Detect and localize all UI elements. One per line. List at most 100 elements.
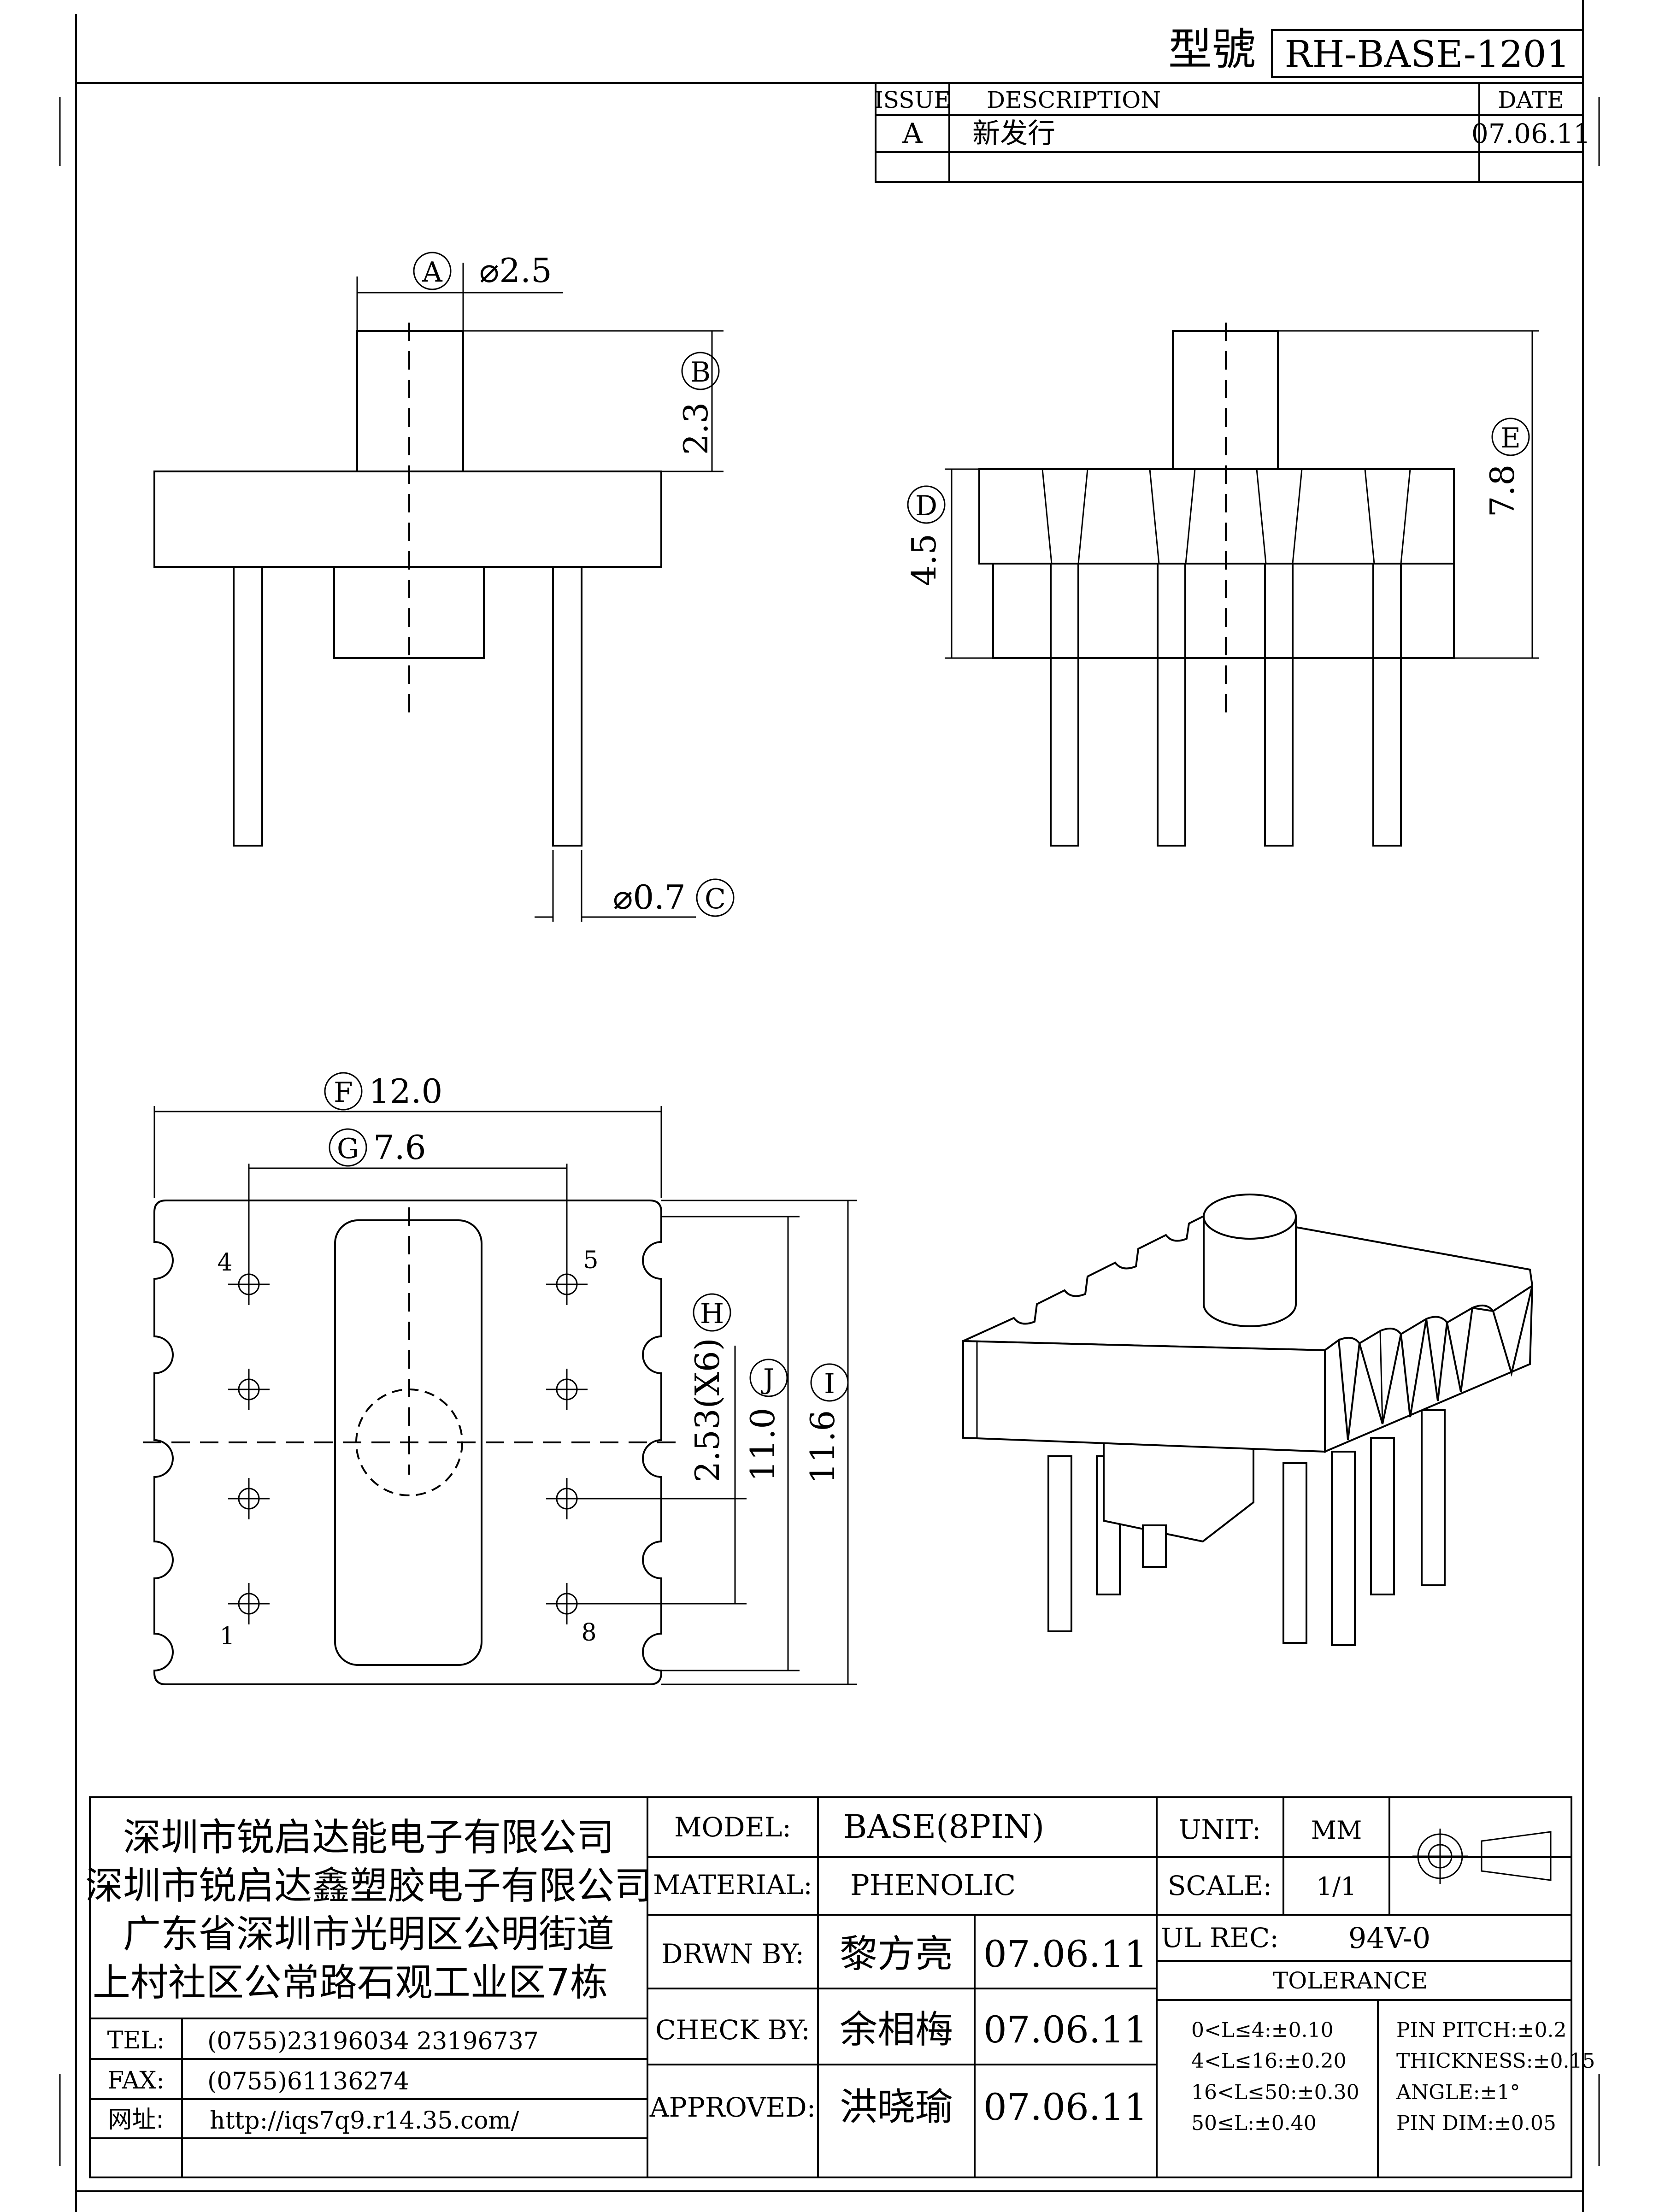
drawing-frame: [75, 82, 1584, 2192]
dimension-H-value: 2.53(X6): [688, 1338, 727, 1483]
dimension-B: B 2.3: [463, 330, 724, 472]
dimension-G-tag: G: [337, 1133, 359, 1165]
tel-label: TEL:: [107, 2027, 165, 2054]
iso-right-face: [1324, 1285, 1533, 1453]
dimension-H: H 2.53(X6): [578, 1293, 747, 1605]
revision-row-date: 07.06.11: [1471, 118, 1590, 149]
check-name: 余相梅: [840, 2008, 953, 2052]
check-label: CHECK BY:: [655, 2014, 810, 2046]
tol-left-1: 0<L≤4:±0.10: [1191, 2018, 1334, 2042]
drawn-name: 黎方亮: [840, 1932, 953, 1976]
projection-symbol-icon: [1412, 1829, 1552, 1884]
tol-right-3: ANGLE:±1°: [1396, 2081, 1520, 2104]
dimension-A: A ⌀2.5: [356, 251, 563, 331]
company-line-4: 上村社区公常路石观工业区7栋: [93, 1961, 608, 2005]
ul-label: UL REC:: [1161, 1922, 1279, 1953]
dimension-D: D 4.5: [905, 468, 993, 659]
dimension-G: G 7.6: [248, 1128, 568, 1272]
dimension-D-value: 4.5: [905, 534, 943, 587]
dimension-C-tag: C: [705, 883, 726, 915]
front-flange: [153, 471, 662, 568]
revision-table: ISSUE DESCRIPTION DATE A 新发行 07.06.11: [874, 82, 1590, 183]
web-label: 网址:: [108, 2106, 164, 2134]
isometric-view: [962, 1194, 1534, 1646]
company-line-2: 深圳市锐启达鑫塑胶电子有限公司: [85, 1864, 652, 1908]
approved-date: 07.06.11: [983, 2086, 1147, 2129]
company-line-1: 深圳市锐启达能电子有限公司: [123, 1816, 614, 1859]
side-view: [978, 323, 1455, 847]
dimension-B-value: 2.3: [677, 402, 715, 455]
drawn-date: 07.06.11: [983, 1933, 1147, 1976]
revision-header-date: DATE: [1498, 87, 1564, 113]
material-value: PHENOLIC: [850, 1868, 1016, 1902]
dimension-A-value: ⌀2.5: [479, 251, 552, 290]
pin-number-1: 1: [219, 1623, 235, 1650]
pin-number-8: 8: [581, 1619, 596, 1647]
dimension-F-value: 12.0: [369, 1072, 442, 1111]
pin-holes: [228, 1264, 588, 1624]
dimension-F: F 12.0: [153, 1072, 662, 1198]
model-value: BASE(8PIN): [843, 1808, 1044, 1846]
model-no-box: [1271, 29, 1584, 78]
front-lower-body: [333, 567, 485, 659]
dimension-F-tag: F: [334, 1077, 353, 1109]
side-pin-3: [1264, 563, 1294, 847]
revision-header-issue: ISSUE: [874, 87, 951, 113]
side-pin-2: [1157, 563, 1186, 847]
iso-front-face: [962, 1340, 1326, 1453]
tol-right-2: THICKNESS:±0.15: [1396, 2049, 1595, 2073]
title-block-grid: [89, 1796, 1572, 2178]
tol-left-4: 50≤L:±0.40: [1191, 2112, 1317, 2135]
front-pin-right: [552, 566, 582, 847]
ul-value: 94V-0: [1348, 1921, 1430, 1955]
web-value: http://iqs7q9.r14.35.com/: [210, 2107, 519, 2135]
front-pin-left: [233, 566, 263, 847]
iso-boss: [1203, 1217, 1297, 1327]
approved-name: 洪晓瑜: [840, 2085, 953, 2129]
tol-left-3: 16<L≤50:±0.30: [1191, 2081, 1359, 2104]
dimension-I-value: 11.6: [803, 1410, 842, 1484]
unit-value: MM: [1311, 1816, 1362, 1845]
model-label: MODEL:: [674, 1812, 791, 1843]
scale-label: SCALE:: [1168, 1870, 1272, 1901]
dimension-E-tag: E: [1500, 422, 1521, 454]
dimension-E: E 7.8: [1278, 330, 1539, 659]
side-pin-1: [1050, 563, 1079, 847]
dimension-J: J 11.0: [661, 1216, 800, 1671]
approved-label: APPROVED:: [649, 2092, 816, 2123]
side-lower-body: [992, 564, 1455, 659]
side-flange: [978, 468, 1455, 565]
pin-number-4: 4: [217, 1249, 232, 1277]
iso-boss-top: [1203, 1194, 1297, 1240]
company-info: 深圳市锐启达能电子有限公司 深圳市锐启达鑫塑胶电子有限公司 广东省深圳市光明区公…: [85, 1816, 652, 2135]
model-no-label: 型號: [1168, 24, 1256, 75]
dimension-I: I 11.6: [661, 1200, 857, 1685]
dimension-E-value: 7.8: [1483, 465, 1522, 518]
top-centerlines: [143, 1207, 677, 1475]
check-date: 07.06.11: [983, 2008, 1147, 2051]
revision-header-description: DESCRIPTION: [987, 87, 1161, 113]
dimension-I-tag: I: [824, 1368, 835, 1400]
dimension-B-tag: B: [690, 356, 711, 388]
dimension-A-tag: A: [422, 256, 442, 288]
tel-value: (0755)23196034 23196737: [207, 2028, 539, 2055]
dimension-D-tag: D: [915, 490, 937, 522]
dimension-H-tag: H: [700, 1298, 724, 1330]
tol-right-1: PIN PITCH:±0.2: [1396, 2018, 1567, 2042]
tolerance-label: TOLERANCE: [1273, 1967, 1428, 1994]
dimension-J-tag: J: [760, 1363, 774, 1395]
top-outline: [153, 1200, 662, 1685]
tol-right-4: PIN DIM:±0.05: [1396, 2112, 1556, 2135]
company-line-3: 广东省深圳市光明区公明街道: [123, 1912, 614, 1956]
model-no-value: RH-BASE-1201: [1285, 33, 1570, 76]
dimension-J-value: 11.0: [743, 1408, 782, 1482]
revision-row-issue: A: [902, 118, 923, 150]
tol-left-2: 4<L≤16:±0.20: [1191, 2049, 1347, 2073]
side-pin-4: [1372, 563, 1402, 847]
material-label: MATERIAL:: [653, 1869, 812, 1900]
pin-number-5: 5: [583, 1247, 598, 1274]
scale-value: 1/1: [1317, 1872, 1357, 1901]
top-view: 4 5 1 8: [143, 1200, 677, 1685]
dimension-C-value: ⌀0.7: [613, 878, 686, 917]
